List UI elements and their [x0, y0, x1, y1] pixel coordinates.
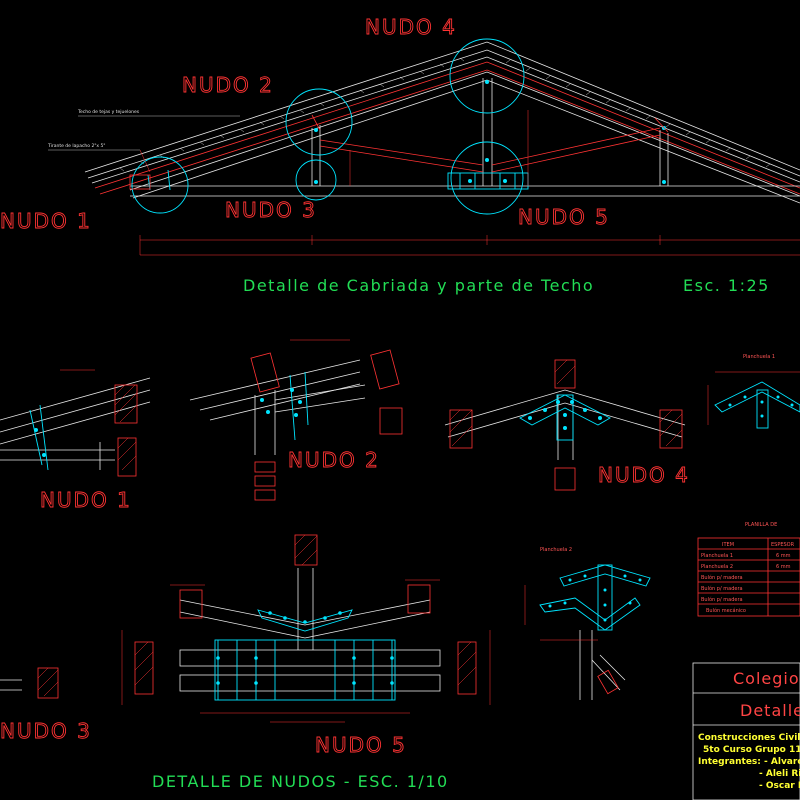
table-cell: Bulón p/ madera	[701, 574, 743, 581]
table-cell: 6 mm	[776, 553, 791, 559]
nodes-title: DETALLE DE NUDOS - ESC. 1/10	[152, 772, 449, 791]
nudo3-detail-label: NUDO 3	[0, 719, 92, 743]
nudo3-label: NUDO 3	[225, 198, 317, 222]
title-block-subject: Detalle	[740, 701, 800, 720]
table-header-item: ITEM	[722, 542, 734, 548]
title-block-member: - Oscar L	[759, 781, 800, 791]
table-cell: Bulón p/ madera	[701, 585, 743, 592]
nudo3-detail: NUDO 3	[0, 667, 92, 743]
nudo5-detail: NUDO 5 DETALLE DE NUDOS - ESC. 1/10	[121, 534, 491, 791]
nudo1-label: NUDO 1	[0, 209, 92, 233]
nudo4-label: NUDO 4	[365, 15, 457, 39]
table-cell: Bulón mecánico	[706, 607, 746, 614]
planchuela2-label: Planchuela 2	[540, 547, 572, 553]
nudo4-detail: NUDO 4	[444, 359, 690, 491]
board-annotation: Tirante de lapacho 2"x 5"	[47, 143, 105, 149]
title-block: Colegio Detalle Construcciones Civile 5t…	[692, 662, 800, 800]
table-header-espesor: ESPESOR	[771, 542, 795, 548]
title-block-school: Colegio	[733, 669, 800, 688]
title-block-member: - Aleli Riv	[759, 769, 800, 779]
truss-elevation: NUDO 4 NUDO 2 NUDO 1 NUDO 3 NUDO 5 Techo…	[0, 15, 800, 295]
title-block-grade: 5to Curso Grupo 11	[703, 745, 800, 755]
planchuela1-detail: Planchuela 1	[707, 354, 800, 429]
table-cell: Bulón p/ madera	[701, 596, 743, 603]
table-title: PLANILLA DE	[745, 522, 777, 528]
table-cell: 6 mm	[776, 564, 791, 570]
title-block-members: Integrantes: - Alvaro C	[698, 757, 800, 767]
roof-annotation: Techo de tejas y tejuelones	[77, 109, 140, 115]
planchuela2-detail: Planchuela 2	[524, 547, 651, 700]
nudo2-detail-label: NUDO 2	[288, 448, 380, 472]
planchuela1-label: Planchuela 1	[743, 354, 775, 360]
truss-title: Detalle de Cabriada y parte de Techo	[243, 276, 594, 295]
nudo2-label: NUDO 2	[182, 73, 274, 97]
materials-table: PLANILLA DE ITEM ESPESOR Planchuela 1 6 …	[697, 522, 800, 617]
truss-scale: Esc. 1:25	[683, 276, 770, 295]
nudo2-detail: NUDO 2	[189, 339, 403, 501]
table-cell: Planchuela 1	[701, 553, 733, 559]
nudo4-detail-label: NUDO 4	[598, 463, 690, 487]
table-cell: Planchuela 2	[701, 564, 733, 570]
nudo5-detail-label: NUDO 5	[315, 733, 407, 757]
title-block-course: Construcciones Civile	[698, 733, 800, 743]
nudo5-label: NUDO 5	[518, 205, 610, 229]
nudo1-detail-label: NUDO 1	[40, 488, 132, 512]
nudo1-detail: NUDO 1	[0, 369, 151, 512]
